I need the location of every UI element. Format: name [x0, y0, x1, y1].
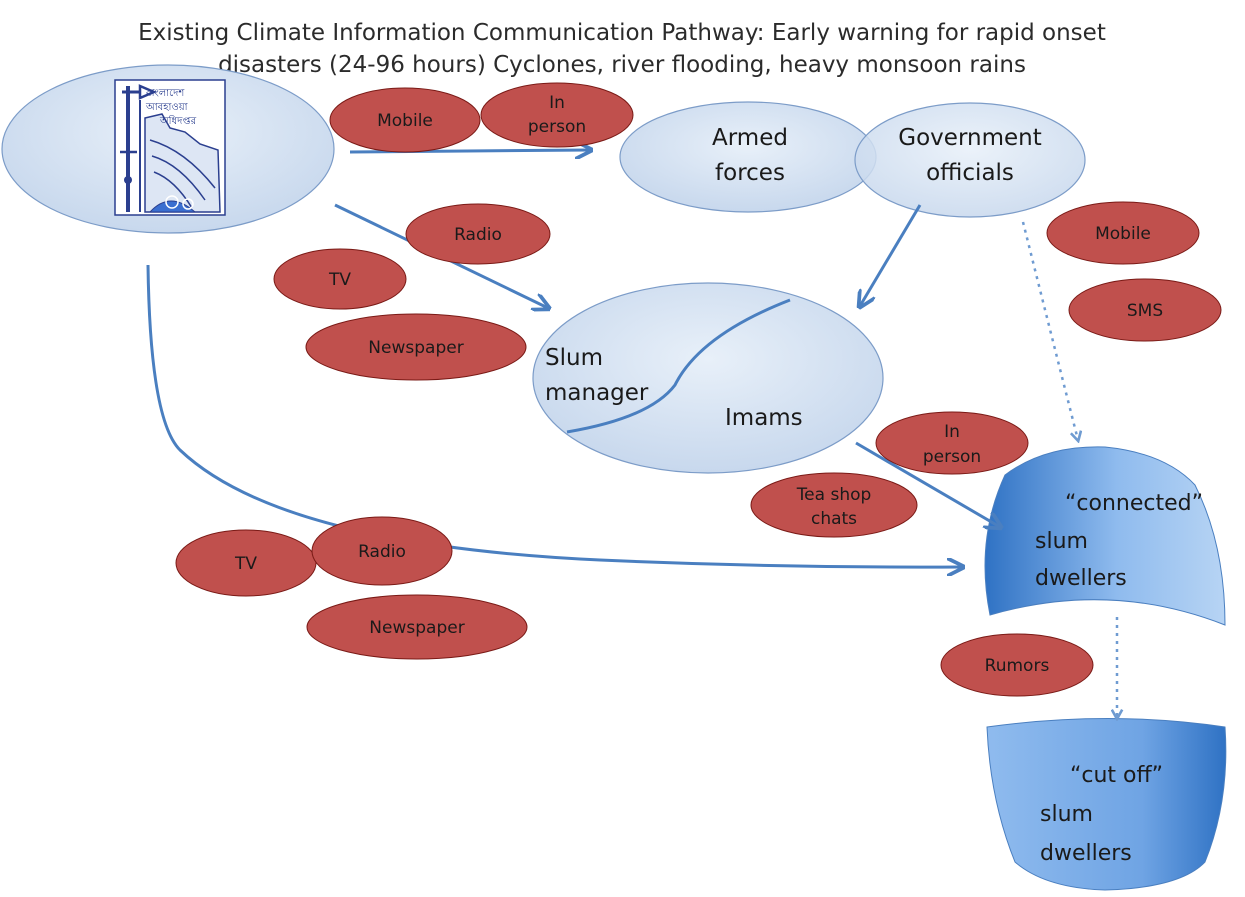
slum-manager-imams-ellipse — [532, 282, 884, 474]
slum-manager-label-1: Slum — [545, 345, 603, 371]
channel-sms-right: SMS — [1068, 278, 1222, 342]
armed-forces-label-1: Armed — [712, 125, 788, 151]
arrow-government-to-slum — [860, 204, 922, 306]
channel-mobile-right: Mobile — [1046, 201, 1200, 265]
cutoff-dwellers-label-3: dwellers — [1040, 841, 1132, 866]
svg-text:অধিদপ্তর: অধিদপ্তর — [159, 115, 197, 127]
svg-text:Radio: Radio — [358, 542, 406, 562]
armed-forces-ellipse — [619, 101, 877, 213]
connected-dwellers-label-2: slum — [1035, 529, 1088, 554]
title-line-1: Existing Climate Information Communicati… — [138, 20, 1106, 46]
svg-text:chats: chats — [811, 509, 857, 529]
channel-newspaper-mid: Newspaper — [305, 313, 527, 381]
svg-text:TV: TV — [328, 270, 351, 290]
slum-divider-curve — [566, 298, 791, 434]
svg-text:Newspaper: Newspaper — [368, 338, 463, 358]
svg-text:SMS: SMS — [1127, 301, 1163, 321]
imams-label: Imams — [725, 405, 803, 431]
svg-text:Newspaper: Newspaper — [369, 618, 464, 638]
svg-text:Tea shop: Tea shop — [796, 485, 872, 505]
connected-dwellers-shape — [984, 446, 1226, 626]
svg-text:Mobile: Mobile — [1095, 224, 1151, 244]
channel-in-person-right: In person — [875, 411, 1029, 475]
svg-text:Rumors: Rumors — [985, 656, 1050, 676]
channel-in-person-top: In person — [480, 82, 634, 148]
cutoff-dwellers-shape — [986, 718, 1227, 891]
svg-text:আবহাওয়া: আবহাওয়া — [145, 102, 189, 113]
svg-text:person: person — [528, 117, 586, 137]
slum-manager-label-2: manager — [545, 380, 649, 406]
connected-dwellers-label-3: dwellers — [1035, 566, 1127, 591]
title-line-2: disasters (24-96 hours) Cyclones, river … — [218, 52, 1026, 78]
cutoff-dwellers-label-1: “cut off” — [1070, 763, 1163, 788]
government-officials-ellipse — [854, 102, 1086, 218]
svg-text:বাংলাদেশ: বাংলাদেশ — [145, 88, 185, 99]
svg-text:TV: TV — [234, 554, 257, 574]
cutoff-dwellers-label-2: slum — [1040, 802, 1093, 827]
dotted-arrow-government-to-connected — [1021, 221, 1078, 440]
armed-forces-label-2: forces — [715, 160, 785, 186]
arrow-slum-to-connected — [855, 441, 1000, 527]
svg-text:person: person — [923, 447, 981, 467]
channel-mobile-top: Mobile — [329, 87, 481, 153]
channel-radio-mid: Radio — [405, 203, 551, 265]
channel-tv-mid: TV — [273, 248, 407, 310]
channel-radio-bottom: Radio — [311, 516, 453, 586]
channel-newspaper-bottom: Newspaper — [306, 594, 528, 660]
channel-tea-shop: Tea shop chats — [750, 472, 918, 538]
connected-dwellers-label-1: “connected” — [1065, 491, 1203, 516]
government-officials-label-1: Government — [898, 125, 1041, 151]
channel-tv-bottom: TV — [175, 529, 317, 597]
bmd-logo: বাংলাদেশ আবহাওয়া অধিদপ্তর — [114, 79, 226, 216]
channel-rumors: Rumors — [940, 633, 1094, 697]
government-officials-label-2: officials — [926, 160, 1014, 186]
svg-text:Radio: Radio — [454, 225, 502, 245]
svg-text:In: In — [944, 422, 960, 442]
svg-text:Mobile: Mobile — [377, 111, 433, 131]
svg-text:In: In — [549, 93, 565, 113]
